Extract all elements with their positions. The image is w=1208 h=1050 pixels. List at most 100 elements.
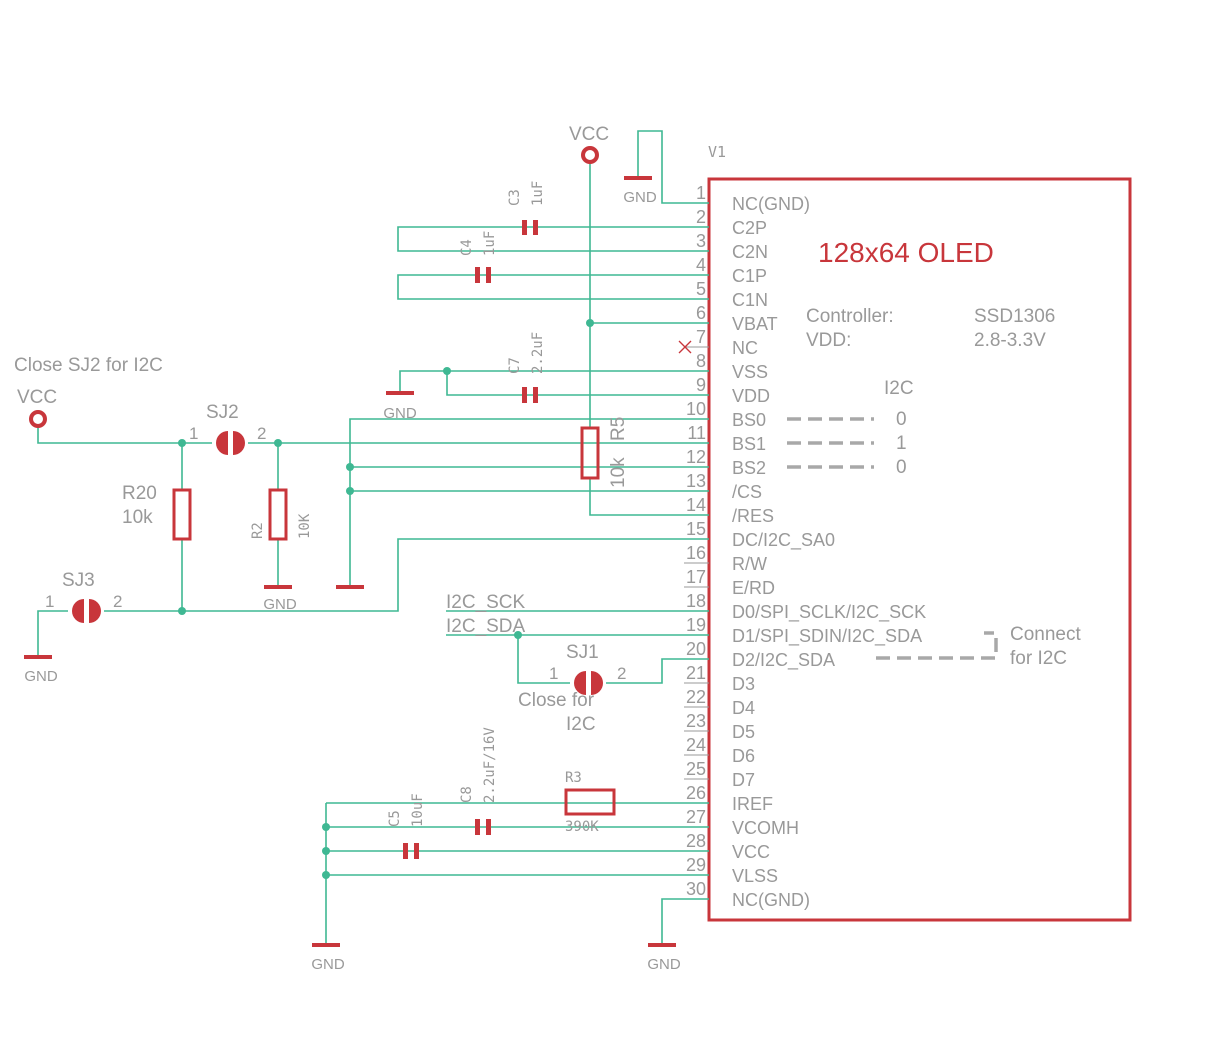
pin-name: VBAT [732,314,778,334]
pin-number: 21 [686,663,706,683]
vdd-value: 2.8-3.3V [974,330,1046,351]
junction [178,439,186,447]
junction [274,439,282,447]
wire-dc-sj3 [104,538,709,612]
pin-name: IREF [732,794,773,814]
wire-c4-loop [397,274,709,300]
svg-text:SJ3: SJ3 [62,570,95,591]
svg-text:R2: R2 [250,522,266,539]
wire-c3-loop [397,226,709,252]
connect-note-2: for I2C [1010,648,1067,669]
pin-number: 13 [686,471,706,491]
solder-jumper-sj3: SJ3 1 2 [45,570,122,623]
pin-name: E/RD [732,578,775,598]
svg-text:1uF: 1uF [482,231,498,256]
net-label-i2c-sda: I2C_SDA [446,616,526,637]
bs0-value: 0 [896,409,907,430]
resistor-r3: R3 390K [564,770,616,835]
pin-number: 20 [686,639,706,659]
pin-number: 12 [686,447,706,467]
svg-text:SJ2: SJ2 [206,402,239,423]
wire-sj3-gnd [37,610,68,657]
junction [178,607,186,615]
solder-jumper-sj2: SJ2 1 2 [189,402,266,455]
junction [346,487,354,495]
junction [322,847,330,855]
svg-text:10k: 10k [122,507,153,528]
pin-number: 6 [696,303,706,323]
pin-list: 1NC(GND)2C2P3C2N4C1P5C1N6VBAT7NC8VSS9VDD… [684,183,926,910]
gnd-symbol-pin1: GND [623,176,657,206]
junctions [178,319,594,879]
svg-text:GND: GND [311,956,345,973]
resistor-r2: R2 10K [250,488,313,541]
gnd-symbols: GND GND GND GND GND GND [24,176,681,973]
wires [37,130,709,945]
pin-name: BS0 [732,410,766,430]
pin-name: C2P [732,218,767,238]
wire-pin30-gnd [661,898,709,945]
vcc-symbol-top: VCC [569,124,609,164]
gnd-symbol-caps: GND [311,943,345,973]
capacitor-c5: C5 10uF [387,793,426,859]
svg-text:R20: R20 [122,483,157,504]
svg-text:10uF: 10uF [410,793,426,827]
pin-name: D0/SPI_SCLK/I2C_SCK [732,602,926,623]
pin-name: NC(GND) [732,890,810,910]
svg-text:C3: C3 [507,189,523,206]
solder-jumper-sj1: SJ1 1 2 [549,642,626,695]
pin-name: D3 [732,674,755,694]
bs2-value: 0 [896,457,907,478]
svg-text:C5: C5 [387,810,403,827]
wire-pin1-gnd [637,130,709,204]
svg-text:GND: GND [623,189,657,206]
wire-sj1-right [606,658,709,684]
svg-text:2: 2 [617,664,626,683]
controller-label: Controller: [806,306,894,327]
oled-module-body [707,177,1132,922]
svg-text:2: 2 [113,592,122,611]
pin-number: 19 [686,615,706,635]
pin-name: C1N [732,290,768,310]
vdd-label: VDD: [806,330,851,351]
resistor-r20: R20 10k [122,483,192,541]
pin7-nc-mark-b [678,340,692,354]
pin-name: D1/SPI_SDIN/I2C_SDA [732,626,922,647]
pin-name: VLSS [732,866,778,886]
svg-text:VCC: VCC [569,124,609,145]
svg-text:C7: C7 [507,357,523,374]
svg-text:GND: GND [647,956,681,973]
pin-number: 8 [696,351,706,371]
pin-number: 7 [696,327,706,347]
svg-text:1: 1 [189,424,198,443]
junction [346,463,354,471]
controller-value: SSD1306 [974,306,1055,327]
sj1-note-line2: I2C [566,714,596,735]
pin-name: R/W [732,554,767,574]
pin-number: 15 [686,519,706,539]
svg-text:390K: 390K [565,819,599,835]
pin-name: VSS [732,362,768,382]
pin-number: 16 [686,543,706,563]
capacitor-c3: C3 1uF [507,181,546,235]
i2c-sda-bridge-dash [876,631,998,660]
pin-name: /RES [732,506,774,526]
junction [322,871,330,879]
svg-text:SJ1: SJ1 [566,642,599,663]
pin-name: D7 [732,770,755,790]
junction [322,823,330,831]
svg-text:C4: C4 [459,239,475,256]
svg-text:10K: 10K [297,513,313,539]
oled-module: V1 128x64 OLED Controller: SSD1306 VDD: … [678,143,1132,922]
i2c-header: I2C [884,378,914,399]
pin-name: NC [732,338,758,358]
svg-text:R5: R5 [608,417,629,441]
module-title: 128x64 OLED [818,237,994,268]
pin-name: C1P [732,266,767,286]
pin-number: 23 [686,711,706,731]
junction [443,367,451,375]
pin-number: 28 [686,831,706,851]
svg-text:GND: GND [383,405,417,422]
sj1-note-line1: Close for [518,690,595,711]
